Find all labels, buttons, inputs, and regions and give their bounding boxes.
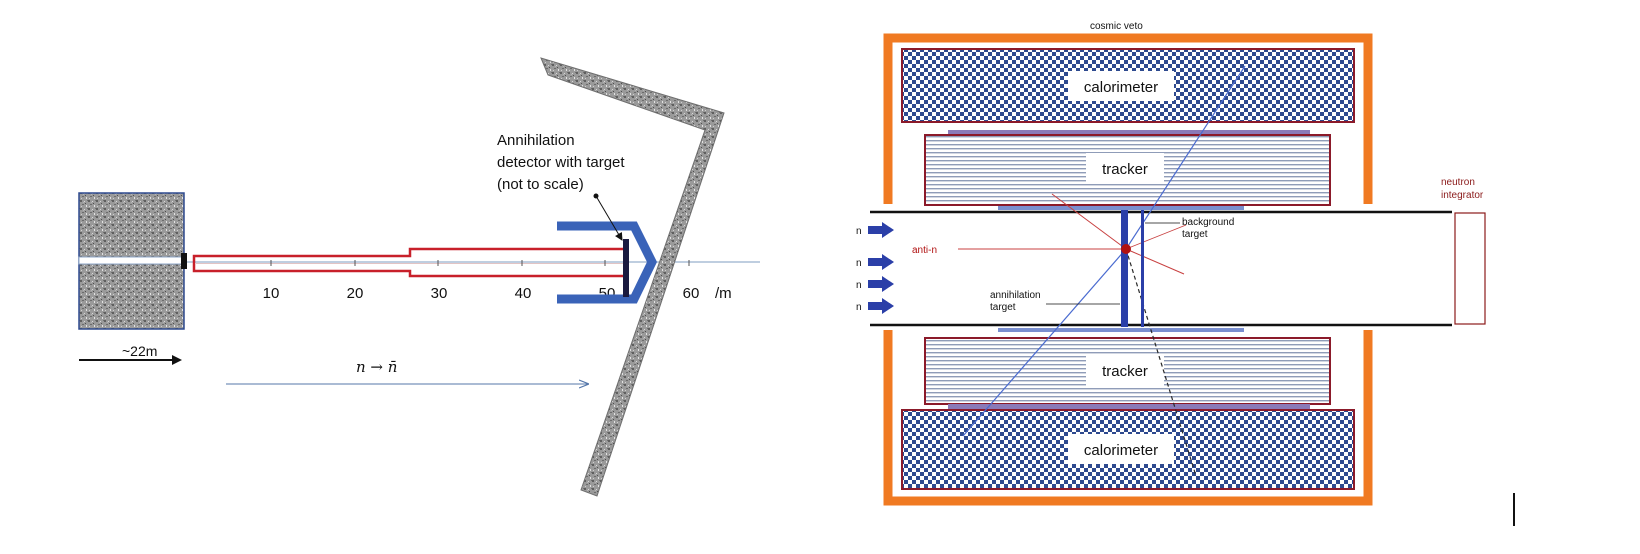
beam-label-3: n — [856, 280, 862, 291]
calorimeter-bottom-label-box — [1068, 434, 1174, 464]
neutron-integrator-label-line1: neutron — [1441, 177, 1475, 188]
left-panel: 10 20 30 40 50 60 /m Annihilation detect… — [78, 57, 760, 497]
neutron-integrator-box — [1454, 212, 1486, 325]
calorimeter-bottom-label: calorimeter — [1084, 442, 1158, 459]
beam-arrow-1 — [868, 222, 894, 238]
bottom-purple-strip — [948, 404, 1310, 409]
particle-tracks — [962, 65, 1246, 477]
calorimeter-top — [901, 48, 1355, 123]
tick-label-20: 20 — [347, 285, 364, 302]
axis-tick-labels: 10 20 30 40 50 60 /m — [263, 285, 732, 302]
tracker-bottom-blue-strip — [998, 328, 1244, 332]
calorimeter-top-label: calorimeter — [1084, 79, 1158, 96]
tracker-bottom-label-box — [1086, 356, 1164, 386]
detector-label-line1: Annihilation — [497, 132, 575, 149]
background-target-label-line2: target — [1182, 229, 1208, 240]
cosmic-veto-frame — [883, 33, 1373, 506]
detector-label-pointer-line — [595, 195, 623, 241]
annihilation-target-label-line2: target — [990, 302, 1016, 313]
annihilation-target-label-line1: annihilation — [990, 290, 1041, 301]
beam-label-2: n — [856, 258, 862, 269]
neutron-integrator-label-line2: integrator — [1441, 190, 1484, 201]
track-red-up-left — [1051, 193, 1127, 250]
beam-label-4: n — [856, 302, 862, 313]
detector-label-line3: (not to scale) — [497, 176, 584, 193]
tick-label-10: 10 — [263, 285, 280, 302]
tick-label-30: 30 — [431, 285, 448, 302]
process-label: n → n̄ — [356, 358, 397, 376]
annihilation-detector-bracket — [557, 221, 658, 304]
cosmic-veto-label: cosmic veto — [1090, 21, 1143, 32]
tick-label-60: 60 — [683, 285, 700, 302]
tracker-top-label-box — [1086, 153, 1164, 183]
background-target-bar — [1141, 210, 1144, 327]
beam-arrow-2 — [868, 254, 894, 270]
beam-arrow-3 — [868, 276, 894, 292]
incoming-neutron-arrows: n n n n — [856, 222, 894, 314]
axis-ticks — [270, 260, 690, 266]
tracker-top-label: tracker — [1102, 161, 1148, 178]
beam-label-1: n — [856, 226, 862, 237]
text-cursor-mark — [1513, 493, 1515, 526]
detector-label-line2: detector with target — [497, 154, 625, 171]
track-red-right — [1125, 224, 1187, 250]
tick-label-40: 40 — [515, 285, 532, 302]
anti-n-label: anti-n — [912, 245, 937, 256]
source-shutter — [181, 253, 187, 269]
axis-unit-label: /m — [715, 285, 732, 302]
tracker-top-blue-strip — [998, 206, 1244, 210]
right-panel: cosmic veto calorimeter tracker neutron … — [856, 21, 1515, 526]
source-channel — [78, 256, 185, 265]
annihilation-vertex — [1121, 244, 1131, 254]
tracker-bottom-label: tracker — [1102, 363, 1148, 380]
annihilation-target-plate — [623, 239, 629, 297]
detector-label-group: Annihilation detector with target (not t… — [497, 132, 625, 193]
track-red-down-right — [1125, 248, 1185, 275]
calorimeter-top-label-box — [1068, 71, 1174, 101]
annihilation-target-bar — [1121, 210, 1128, 327]
track-blue-down-left — [962, 248, 1127, 437]
track-blue-up-right — [1125, 65, 1246, 250]
background-target-label-line1: background — [1182, 217, 1234, 228]
distance-label: ~22m — [122, 343, 157, 359]
beam-arrow-4 — [868, 298, 894, 314]
concrete-shield-wall — [540, 57, 725, 497]
track-dashed-down — [1125, 248, 1197, 477]
top-purple-strip — [948, 130, 1310, 135]
